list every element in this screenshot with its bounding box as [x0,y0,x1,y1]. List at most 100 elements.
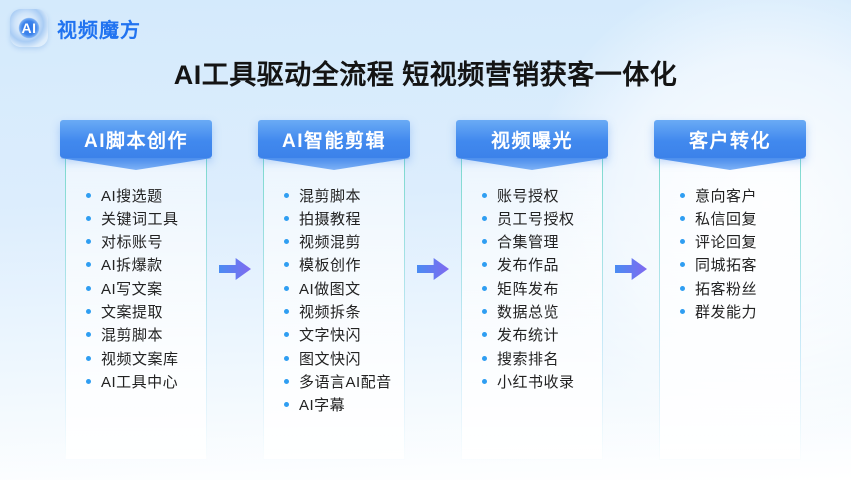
stage-column: 视频曝光账号授权员工号授权合集管理发布作品矩阵发布数据总览发布统计搜索排名小红书… [456,120,608,460]
stage-card: 账号授权员工号授权合集管理发布作品矩阵发布数据总览发布统计搜索排名小红书收录 [461,158,603,460]
list-item: 搜索排名 [482,350,602,368]
bullet-icon [482,308,487,314]
list-item-label: 账号授权 [497,187,560,205]
bullet-icon [482,332,487,338]
list-item: AI搜选题 [86,187,206,205]
list-item-label: 评论回复 [695,234,758,252]
bullet-icon [86,378,91,384]
list-item: 视频混剪 [284,234,404,252]
stage-header: 视频曝光 [456,120,608,158]
stage-card: AI搜选题关键词工具对标账号 AI拆爆款 AI写文案文案提取混剪脚本视频文案库 AI工… [65,158,207,460]
bullet-icon [86,262,91,268]
list-item-label: AI写文案 [101,280,163,298]
list-item-label: 小红书收录 [497,373,575,391]
brand-header: AI 视频魔方 [10,9,141,47]
list-item-label: AI拆爆款 [101,257,163,275]
list-item-label: 同城拓客 [695,257,758,275]
list-item: AI做图文 [284,280,404,298]
list-item-label: AI字幕 [299,397,346,415]
bullet-icon [680,192,685,198]
bullet-icon [680,262,685,268]
list-item-label: AI工具中心 [101,373,179,391]
stage-header-label: 视频曝光 [490,130,573,152]
bullet-icon [86,192,91,198]
list-item-label: 视频混剪 [299,234,362,252]
bullet-icon [482,355,487,361]
stage-card: 意向客户私信回复评论回复同城拓客拓客粉丝群发能力 [659,158,801,460]
list-item: 意向客户 [680,187,800,205]
list-item-label: 数据总览 [497,303,560,321]
list-item-label: 发布作品 [497,257,560,275]
feature-list: 意向客户私信回复评论回复同城拓客拓客粉丝群发能力 [680,187,800,321]
list-item-label: 混剪脚本 [101,327,164,345]
list-item-label: 模板创作 [299,257,362,275]
bullet-icon [482,215,487,221]
bullet-icon [284,192,289,198]
list-item: 多语言AI配音 [284,373,404,391]
list-item: 员工号授权 [482,210,602,228]
list-item: 拓客粉丝 [680,280,800,298]
list-item-label: 合集管理 [497,234,560,252]
bullet-icon [680,239,685,245]
feature-list: AI搜选题关键词工具对标账号 AI拆爆款 AI写文案文案提取混剪脚本视频文案库 AI工… [86,187,206,391]
bullet-icon [482,239,487,245]
bullet-icon [86,285,91,291]
bullet-icon [284,378,289,384]
bullet-icon [680,308,685,314]
arrow-right-icon [417,258,449,280]
list-item: 私信回复 [680,210,800,228]
list-item-label: 关键词工具 [101,210,179,228]
list-item: 发布统计 [482,327,602,344]
list-item: AI字幕 [284,397,404,415]
list-item: 数据总览 [482,303,602,321]
stage-header: AI智能剪辑 [258,120,410,158]
list-item-label: 视频拆条 [299,303,362,321]
brand-name: 视频魔方 [57,19,141,42]
list-item: 群发能力 [680,303,800,321]
list-item-label: 文案提取 [101,303,164,321]
list-item-label: 多语言AI配音 [299,373,392,391]
bullet-icon [284,215,289,221]
list-item: 视频拆条 [284,303,404,321]
bullet-icon [284,332,289,338]
list-item-label: 矩阵发布 [497,280,560,298]
list-item-label: AI做图文 [299,280,361,298]
list-item-label: 员工号授权 [497,210,575,228]
list-item: 对标账号 [86,234,206,252]
list-item: 合集管理 [482,234,602,252]
bullet-icon [284,308,289,314]
list-item: 关键词工具 [86,210,206,228]
bullet-icon [482,378,487,384]
stage-column: 客户转化意向客户私信回复评论回复同城拓客拓客粉丝群发能力 [654,120,806,460]
list-item-label: 拓客粉丝 [695,280,758,298]
list-item: AI工具中心 [86,373,206,391]
bullet-icon [86,215,91,221]
arrow-right-icon [219,258,251,280]
bullet-icon [86,332,91,338]
list-item-label: 图文快闪 [299,350,362,368]
list-item: 发布作品 [482,257,602,275]
bullet-icon [284,402,289,408]
list-item-label: 文字快闪 [299,327,362,345]
bullet-icon [284,239,289,245]
list-item: 视频文案库 [86,350,206,368]
bullet-icon [284,285,289,291]
arrow-right-icon [615,258,647,280]
list-item: 账号授权 [482,187,602,205]
list-item-label: 搜索排名 [497,350,560,368]
list-item-label: AI搜选题 [101,187,163,205]
list-item: 同城拓客 [680,257,800,275]
list-item: 评论回复 [680,234,800,252]
list-item: 小红书收录 [482,373,602,391]
page-title: AI工具驱动全流程 短视频营销获客一体化 [173,60,678,90]
bullet-icon [482,192,487,198]
list-item: AI拆爆款 [86,257,206,275]
list-item-label: 意向客户 [695,187,758,205]
list-item: 模板创作 [284,257,404,275]
list-item-label: 对标账号 [101,234,164,252]
